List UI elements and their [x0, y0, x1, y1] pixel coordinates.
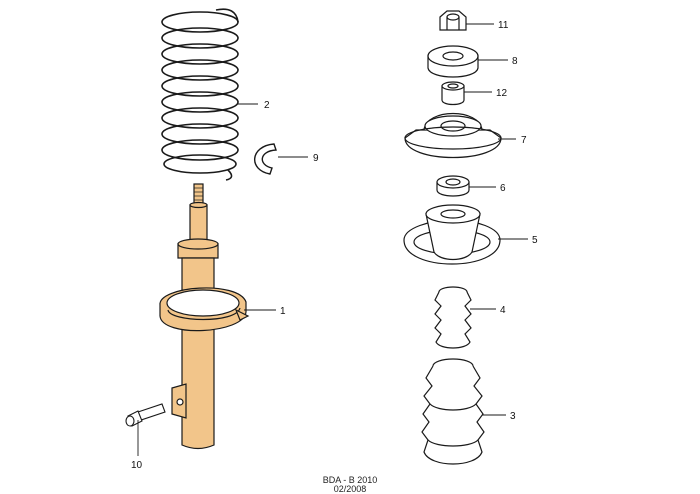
strut-mount — [404, 112, 502, 158]
callout-1: 1 — [280, 306, 286, 317]
callout-9: 9 — [313, 153, 319, 164]
upper-spring-seat — [403, 204, 501, 265]
footer-date: 02/2008 — [333, 484, 367, 494]
callout-10: 10 — [131, 460, 143, 471]
callout-2: 2 — [264, 100, 270, 111]
bearing-ring — [436, 175, 470, 197]
spacer-bushing — [441, 81, 465, 106]
callout-4: 4 — [500, 305, 506, 316]
callout-12: 12 — [496, 88, 508, 99]
bump-stop — [434, 286, 472, 349]
callout-3: 3 — [510, 411, 516, 422]
cup-washer — [427, 45, 479, 78]
dust-boot — [421, 358, 485, 465]
callout-5: 5 — [532, 235, 538, 246]
callout-7: 7 — [521, 135, 527, 146]
mounting-bolt — [125, 403, 166, 427]
coil-spring — [161, 8, 239, 181]
callout-6: 6 — [500, 183, 506, 194]
top-nut — [439, 10, 467, 31]
shock-strut — [159, 183, 250, 450]
callout-8: 8 — [512, 56, 518, 67]
footer-code: BDA - B 2010 — [322, 475, 378, 485]
callout-11: 11 — [498, 20, 509, 31]
leader-lines — [137, 23, 528, 456]
spring-clip — [254, 143, 277, 175]
